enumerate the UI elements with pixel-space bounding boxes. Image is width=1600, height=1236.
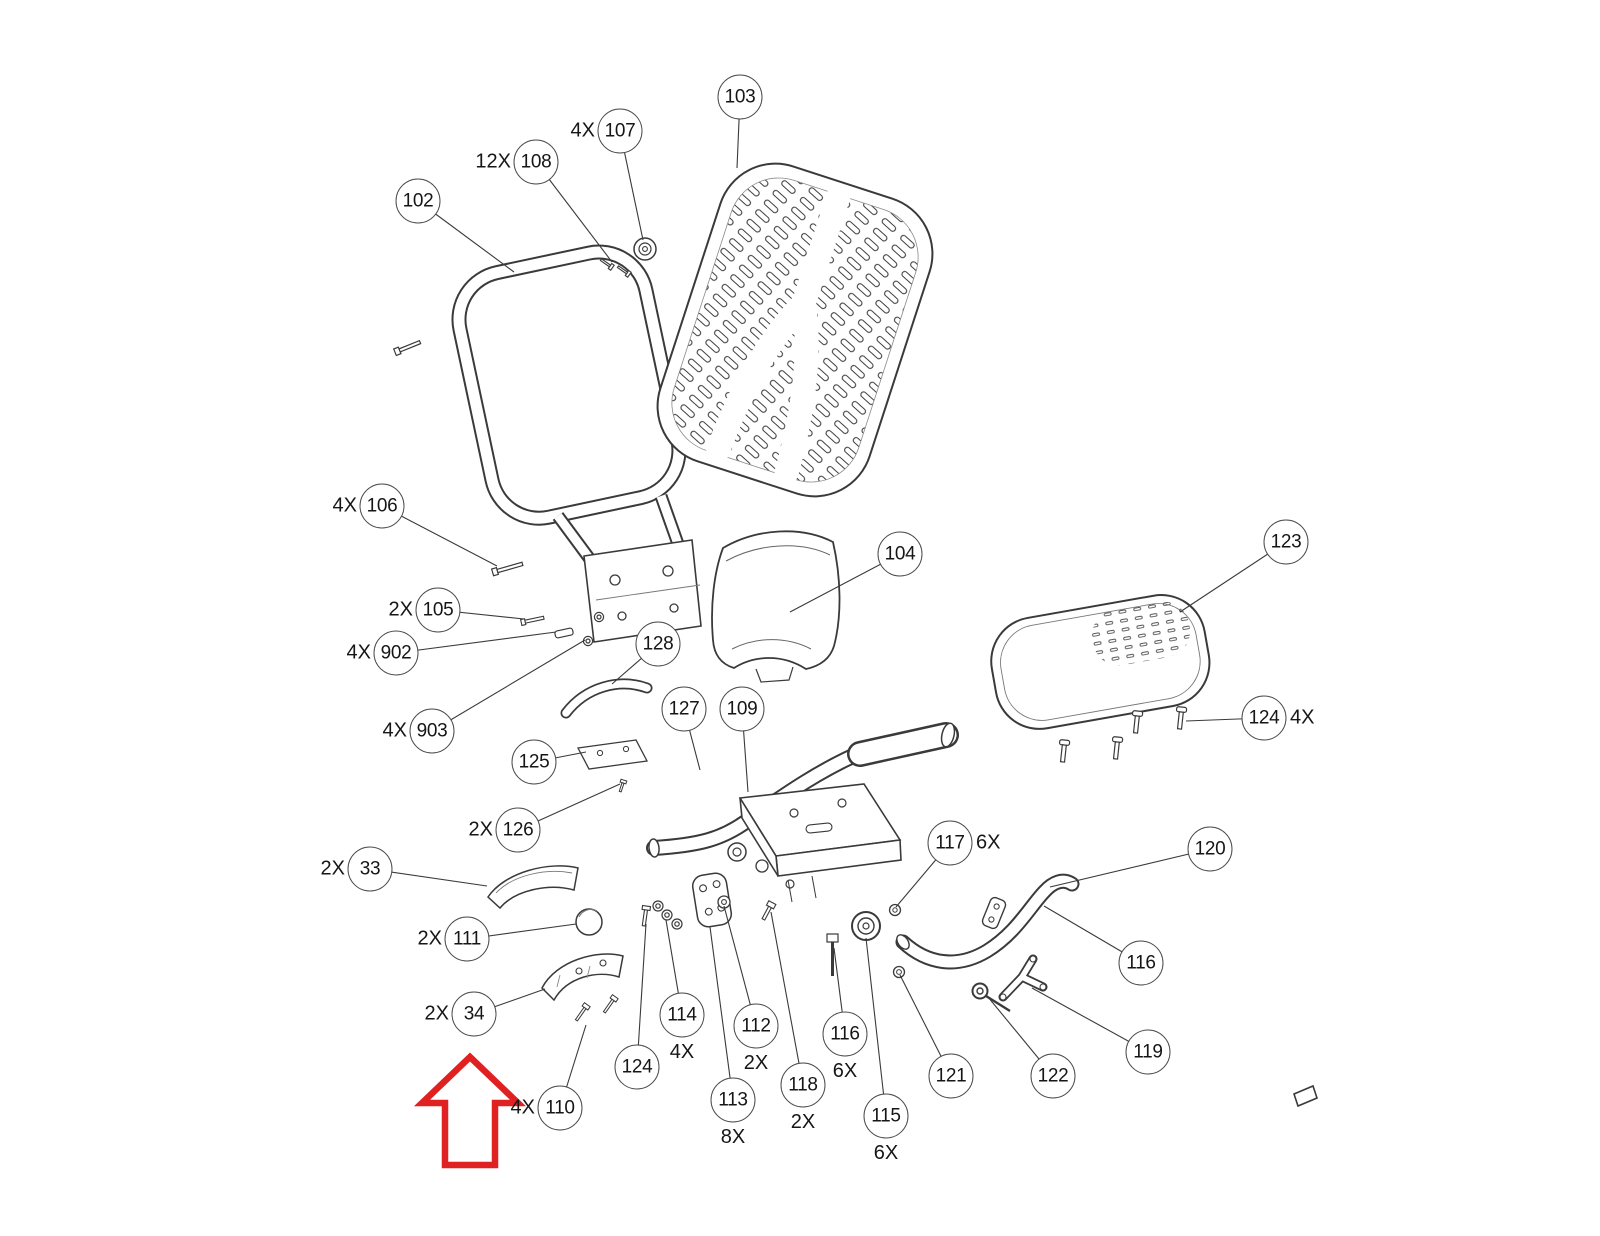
leader-line-103 — [736, 96, 741, 169]
leader-line-123 — [1179, 541, 1287, 613]
leader-line-105 — [437, 609, 525, 620]
spacer-902-icon — [554, 627, 574, 639]
leader-line-106 — [381, 505, 498, 567]
part-cover-33 — [487, 865, 579, 910]
part-seat — [990, 594, 1211, 730]
leader-line-116 — [833, 947, 846, 1035]
screws-110-icon — [574, 994, 619, 1022]
leader-line-122 — [987, 996, 1054, 1077]
leader-line-33 — [369, 868, 488, 887]
leader-line-128 — [611, 643, 659, 685]
leader-line-109 — [741, 708, 749, 793]
leader-line-120 — [1049, 848, 1211, 888]
part-bracket-119 — [998, 954, 1048, 1002]
part-backrest-frame — [451, 244, 702, 643]
part-bracket-34 — [541, 953, 624, 1002]
part-plate-125 — [576, 739, 649, 770]
bolt-116-icon — [826, 933, 839, 976]
washer-121-icon — [892, 965, 906, 979]
leader-line-124 — [1185, 717, 1265, 722]
leader-line-110 — [559, 1024, 587, 1109]
washer-903-icon — [582, 611, 605, 647]
frame-screw-icon — [392, 339, 422, 357]
leader-line-902 — [395, 631, 557, 654]
leader-line-121 — [899, 974, 952, 1077]
leader-line-124 — [636, 923, 647, 1068]
washers-114-icon — [652, 900, 683, 930]
screw-118-icon — [761, 899, 777, 921]
screw-124-icon — [641, 904, 652, 927]
part-stabilizer-tube — [895, 873, 1080, 970]
leader-line-113 — [709, 926, 734, 1101]
leader-line-112 — [723, 905, 757, 1027]
screws-108-icon — [599, 258, 632, 278]
leader-line-115 — [865, 937, 887, 1117]
part-backrest-mesh — [656, 162, 934, 498]
leader-line-117 — [895, 842, 951, 908]
part-seat-carriage — [646, 722, 959, 903]
leader-line-34 — [473, 988, 546, 1015]
highlight-arrow — [413, 1052, 527, 1169]
bolt-106-icon — [490, 561, 524, 577]
grommet-107-icon — [633, 237, 657, 261]
part-roller-115 — [851, 911, 881, 941]
screw-105-icon — [519, 615, 545, 627]
leader-line-118 — [770, 911, 804, 1086]
leader-line-114 — [665, 919, 683, 1016]
screw-126-icon — [618, 778, 628, 793]
leader-line-107 — [619, 130, 644, 241]
leader-line-903 — [431, 639, 586, 732]
part-strip-128 — [560, 678, 653, 719]
leader-line-111 — [466, 923, 577, 940]
nut-117-icon — [888, 903, 902, 917]
seat-bolts-icon — [1058, 706, 1188, 763]
part-decal — [1293, 1084, 1318, 1108]
leader-line-126 — [517, 783, 621, 831]
part-back-cover — [711, 530, 841, 683]
part-cap-111 — [575, 908, 603, 936]
part-spring-122 — [971, 982, 1011, 1013]
leader-line-127 — [683, 708, 701, 771]
bolt-112-icon — [717, 895, 731, 909]
leader-line-116 — [1043, 905, 1142, 964]
leader-line-119 — [1031, 987, 1149, 1053]
leader-line-102 — [417, 200, 515, 273]
part-plate-113 — [691, 872, 733, 928]
leader-line-125 — [533, 751, 587, 763]
leader-line-108 — [535, 161, 613, 263]
